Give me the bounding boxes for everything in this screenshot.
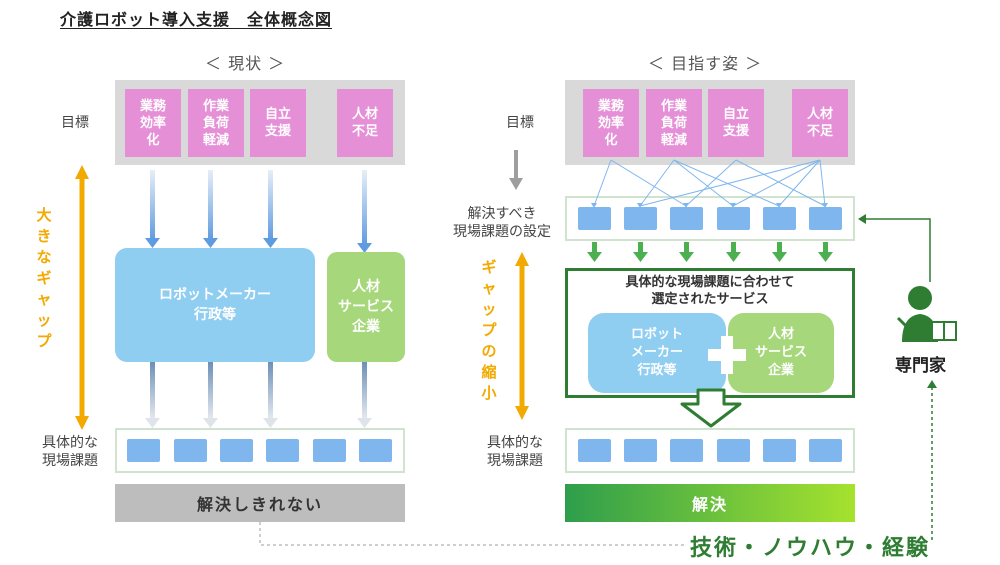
expert-label: 専門家 (895, 356, 946, 376)
right-goal-load: 作業 負荷 軽減 (646, 89, 702, 157)
right-result-bar: 解決 (565, 484, 855, 522)
right-service-caption: 具体的な現場課題に合わせて 選定されたサービス (625, 275, 795, 307)
right-setting-chip (717, 207, 750, 230)
right-outline-down-arrow (680, 388, 742, 428)
left-goal-staff-shortage: 人材 不足 (337, 89, 393, 157)
plus-icon (708, 336, 746, 374)
right-goal-independence: 自立 支援 (708, 89, 764, 157)
left-issues-box (115, 428, 405, 473)
left-issue-chip (266, 439, 299, 462)
left-provider-hr-service: 人材 サービス 企業 (327, 252, 405, 362)
right-setting-chip (809, 207, 842, 230)
expert-icon (896, 286, 957, 342)
right-setting-chip (670, 207, 703, 230)
right-heading: ＜ 目指す姿 ＞ (648, 54, 763, 73)
right-issue-chip (624, 439, 657, 462)
left-goal-label: 目標 (61, 115, 89, 131)
right-issues-box (565, 428, 855, 473)
right-goal-label: 目標 (506, 115, 534, 131)
right-setting-chip (763, 207, 796, 230)
right-setting-label: 解決すべき 現場課題の設定 (453, 206, 551, 240)
right-goal-down-arrow (509, 150, 523, 190)
left-heading: ＜ 現状 ＞ (205, 54, 286, 73)
right-gap-arrow (515, 252, 529, 420)
right-issue-chip (763, 439, 796, 462)
right-goal-efficiency: 業務 効率 化 (583, 89, 639, 157)
right-issue-chip (717, 439, 750, 462)
right-issue-chip (670, 439, 703, 462)
left-provider-robot-maker: ロボットメーカー 行政等 (115, 248, 315, 362)
right-setting-chip (624, 207, 657, 230)
right-gap-text: ギャッ プの縮 小 (481, 258, 497, 402)
right-provider-robot-maker: ロボット メーカー 行政等 (588, 313, 726, 393)
page-title: 介護ロボット導入支援 全体概念図 (60, 10, 333, 29)
right-issue-chip (809, 439, 842, 462)
right-issues-label: 具体的な 現場課題 (487, 435, 543, 469)
left-issue-chip (359, 439, 392, 462)
right-goal-staff-shortage: 人材 不足 (792, 89, 848, 157)
left-goal-load: 作業 負荷 軽減 (188, 89, 244, 157)
left-issue-chip (220, 439, 253, 462)
left-issue-chip (313, 439, 346, 462)
left-issues-label: 具体的な 現場課題 (42, 435, 98, 469)
right-setting-chip (578, 207, 611, 230)
left-goal-independence: 自立 支援 (250, 89, 306, 157)
right-issue-chip (578, 439, 611, 462)
left-result-bar: 解決しきれない (115, 484, 405, 522)
left-gap-text: 大きな ギャッ プ (36, 206, 52, 350)
left-issue-chip (127, 439, 160, 462)
knowhow-label: 技術・ノウハウ・経験 (690, 536, 931, 561)
left-gap-arrow (75, 165, 89, 430)
right-setting-box (565, 196, 855, 241)
left-goal-efficiency: 業務 効率 化 (125, 89, 181, 157)
left-issue-chip (174, 439, 207, 462)
